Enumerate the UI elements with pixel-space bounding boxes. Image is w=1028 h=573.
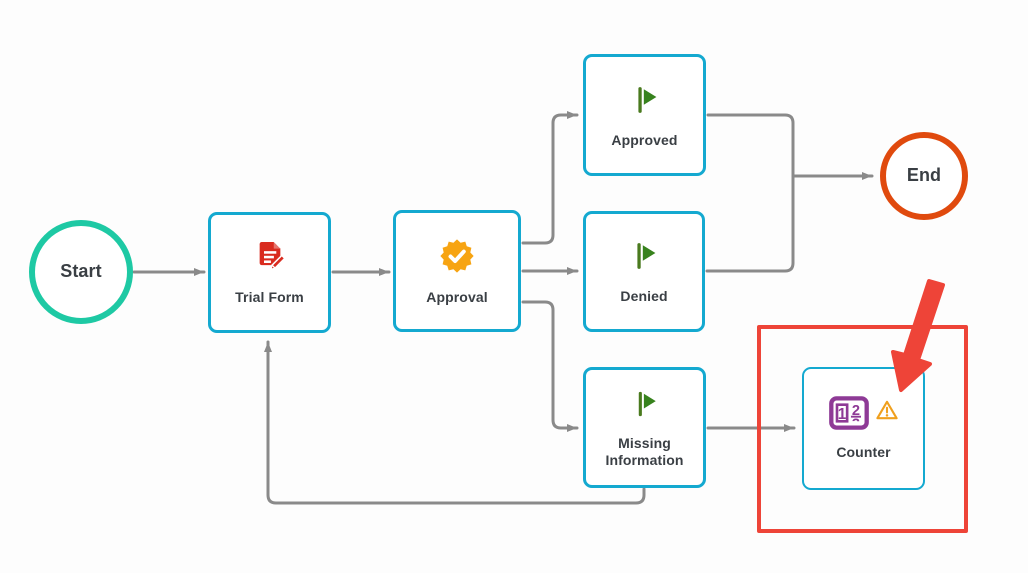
trial-form-node-label: Trial Form [235,289,304,306]
start-node[interactable]: Start [29,220,133,324]
denied-node-label: Denied [620,288,668,305]
missing-information-node-label: Missing Information [605,434,684,468]
flag-icon [626,238,662,279]
start-node-label: Start [60,261,102,282]
connector-approval-to-missing-information [521,300,579,432]
trial-form-node[interactable]: Trial Form [208,212,331,333]
connector-missing-information-loop-to-trial-form [264,340,646,505]
approved-node-label: Approved [611,131,678,148]
svg-text:2: 2 [851,403,859,419]
approval-node[interactable]: Approval [393,210,521,332]
document-edit-icon [252,239,288,280]
counter-odometer-icon: 1 2 3 [828,396,869,435]
approval-seal-check-icon [438,237,476,280]
end-node-label: End [906,165,942,186]
end-node[interactable]: End [880,132,968,220]
counter-node[interactable]: 1 2 3 Counter [802,367,925,490]
approval-node-label: Approval [426,288,488,305]
warning-triangle-icon [875,399,899,426]
svg-text:3: 3 [851,417,859,430]
missing-information-node[interactable]: Missing Information [583,367,706,488]
counter-icon-row: 1 2 3 [828,396,899,435]
connector-approved-to-merge [706,113,795,178]
denied-node[interactable]: Denied [583,211,705,332]
connector-denied-to-merge [705,174,795,273]
approved-node[interactable]: Approved [583,54,706,176]
connector-approval-to-approved [521,111,579,245]
svg-text:1: 1 [837,406,846,423]
flag-icon [627,82,663,123]
counter-node-label: Counter [836,444,891,461]
flag-icon [628,387,662,426]
